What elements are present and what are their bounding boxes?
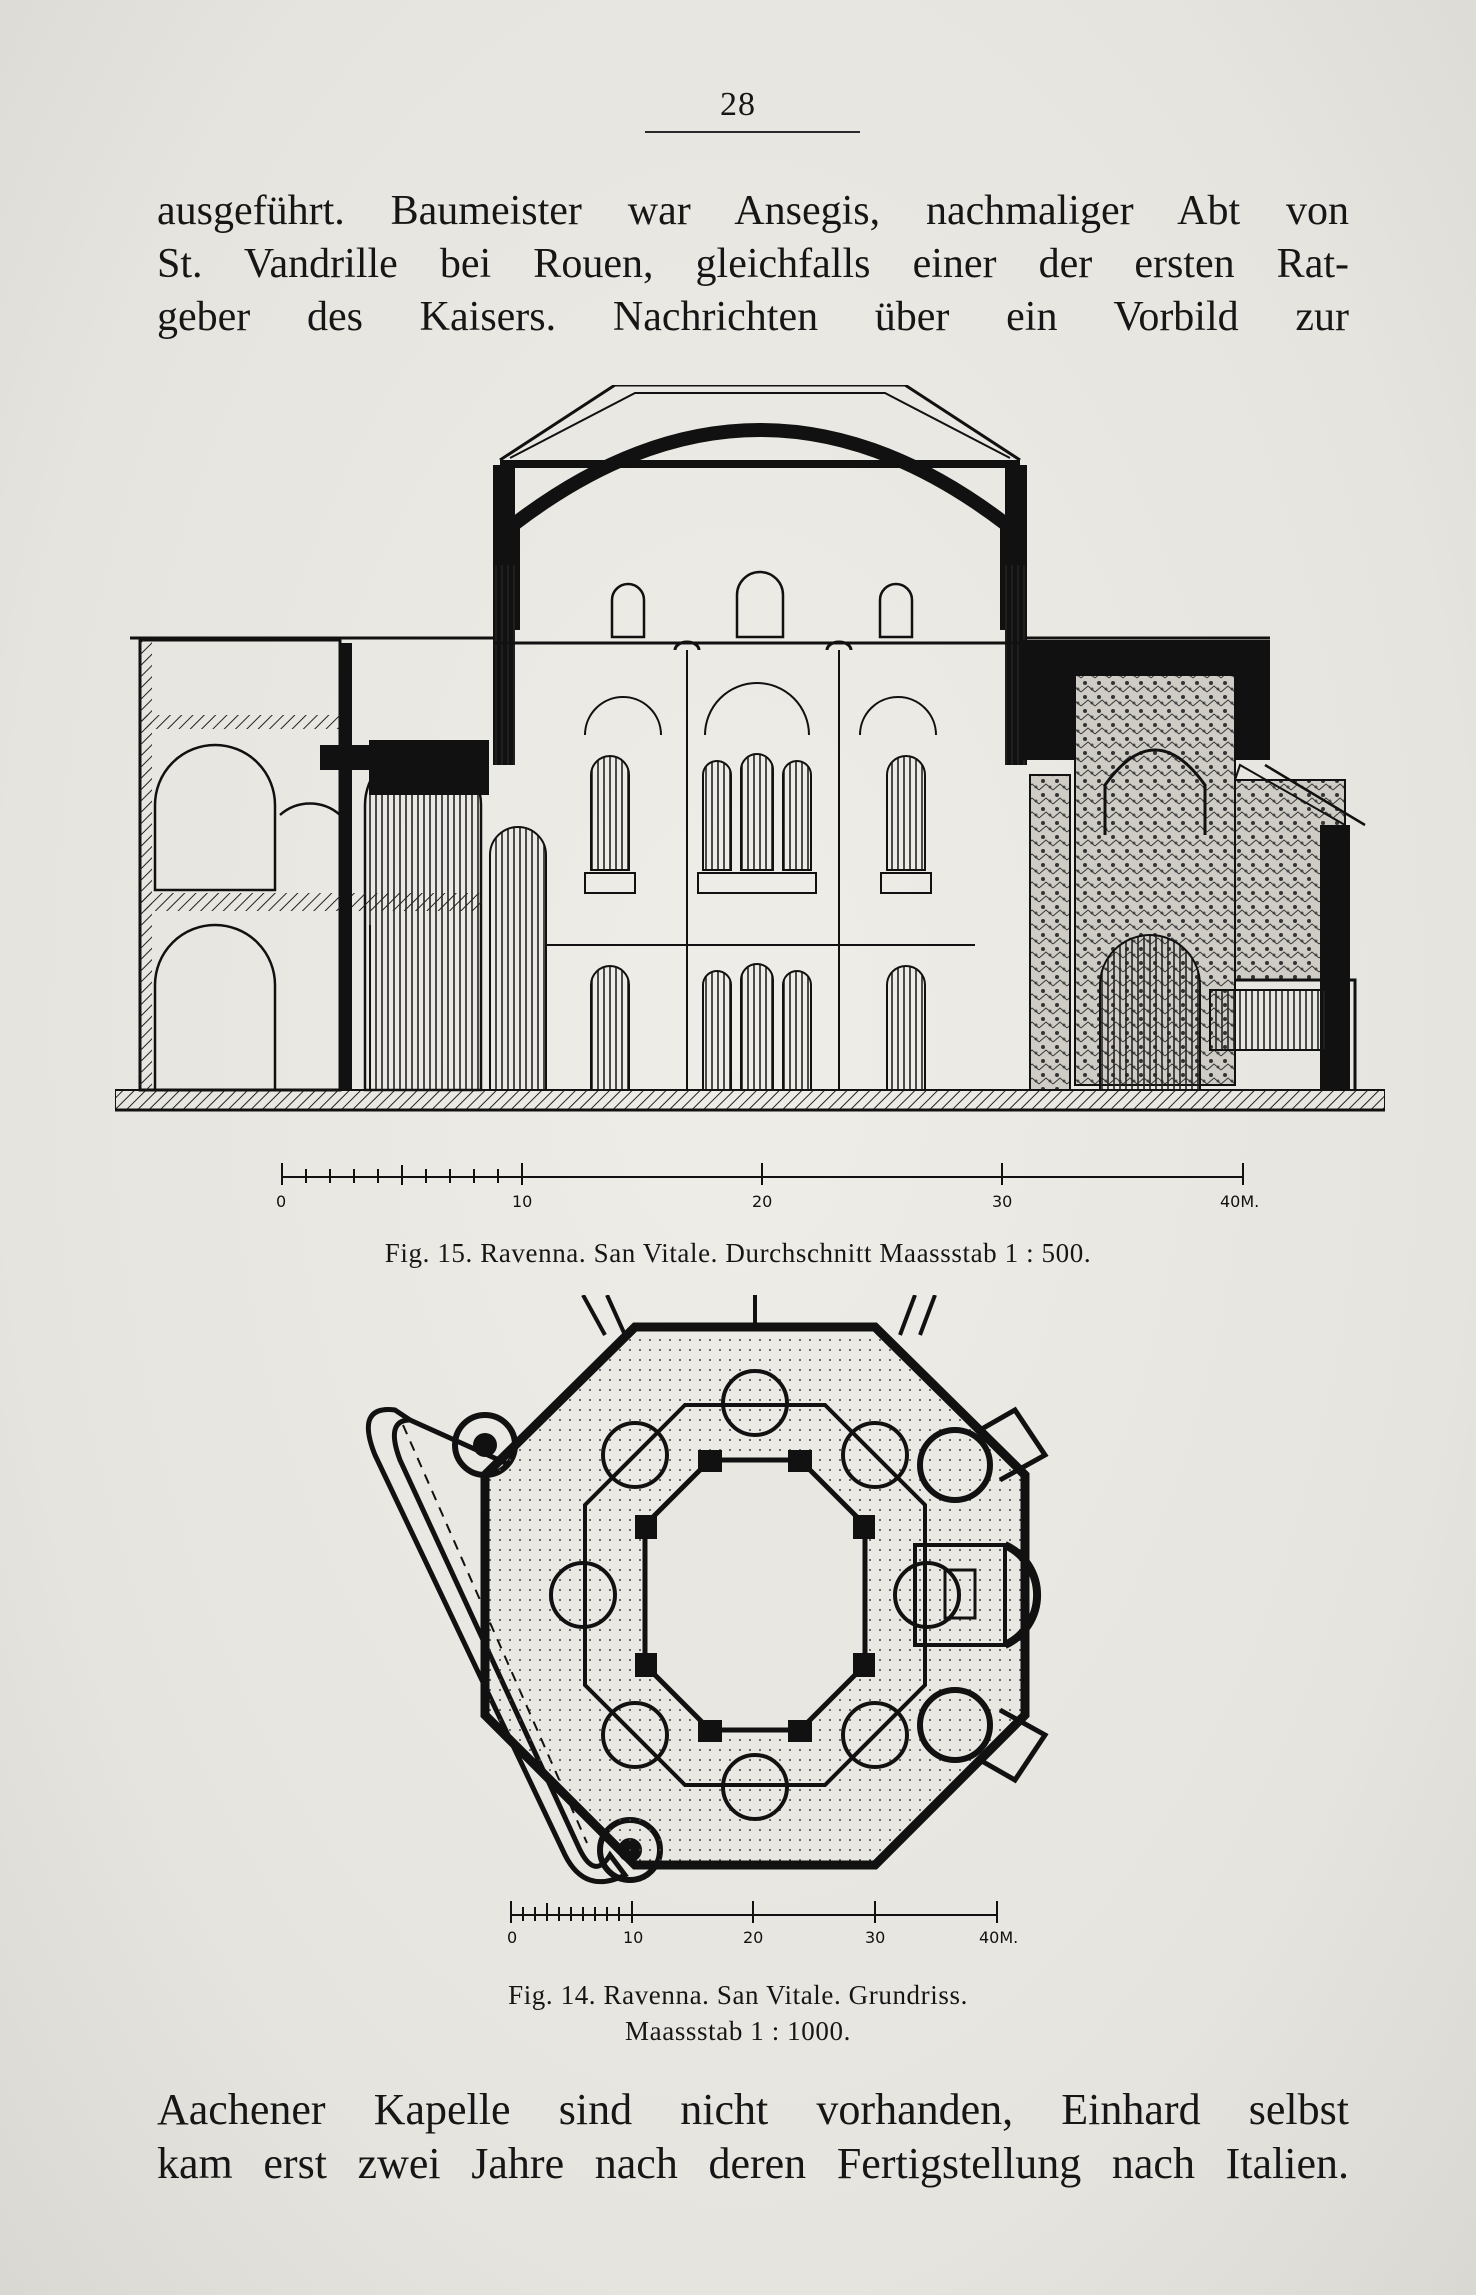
plan-drawing — [365, 1295, 1049, 1885]
scale-label: 10 — [512, 1192, 532, 1211]
figure-caption-14-scale: Maassstab 1 : 1000. — [625, 2016, 851, 2046]
figure-caption-15: Fig. 15. Ravenna. San Vitale. Durchschni… — [384, 1238, 1092, 1268]
section-drawing — [115, 385, 1385, 1112]
scale-bar-fig15: 0 10 20 30 40M. — [276, 1163, 1259, 1211]
text-line: St. Vandrille bei Rouen, gleichfalls ein… — [157, 241, 1349, 287]
text-line: Aachener Kapelle sind nicht vorhanden, E… — [157, 2085, 1349, 2134]
scale-label: 0 — [507, 1928, 517, 1947]
text-line: kam erst zwei Jahre nach deren Fertigste… — [157, 2139, 1349, 2188]
text-line: ausgeführt. Baumeister war Ansegis, nach… — [157, 188, 1349, 234]
text-line: geber des Kaisers. Nachrichten über ein … — [157, 294, 1349, 340]
scale-label: 30 — [992, 1192, 1012, 1211]
body-paragraph-top: ausgeführt. Baumeister war Ansegis, nach… — [157, 185, 1349, 344]
scale-label: 40M. — [979, 1928, 1018, 1947]
scale-label: 20 — [743, 1928, 763, 1947]
scale-bar-fig14: 0 10 20 30 40M. — [507, 1901, 1018, 1947]
body-paragraph-bottom: Aachener Kapelle sind nicht vorhanden, E… — [157, 2083, 1349, 2191]
scale-label: 30 — [865, 1928, 885, 1947]
page-number: 28 — [720, 86, 756, 123]
scale-label: 40M. — [1220, 1192, 1259, 1211]
scale-label: 10 — [623, 1928, 643, 1947]
figure-caption-14: Fig. 14. Ravenna. San Vitale. Grundriss. — [508, 1980, 968, 2010]
header-rule — [645, 131, 860, 133]
scale-label: 20 — [752, 1192, 772, 1211]
scale-label: 0 — [276, 1192, 286, 1211]
